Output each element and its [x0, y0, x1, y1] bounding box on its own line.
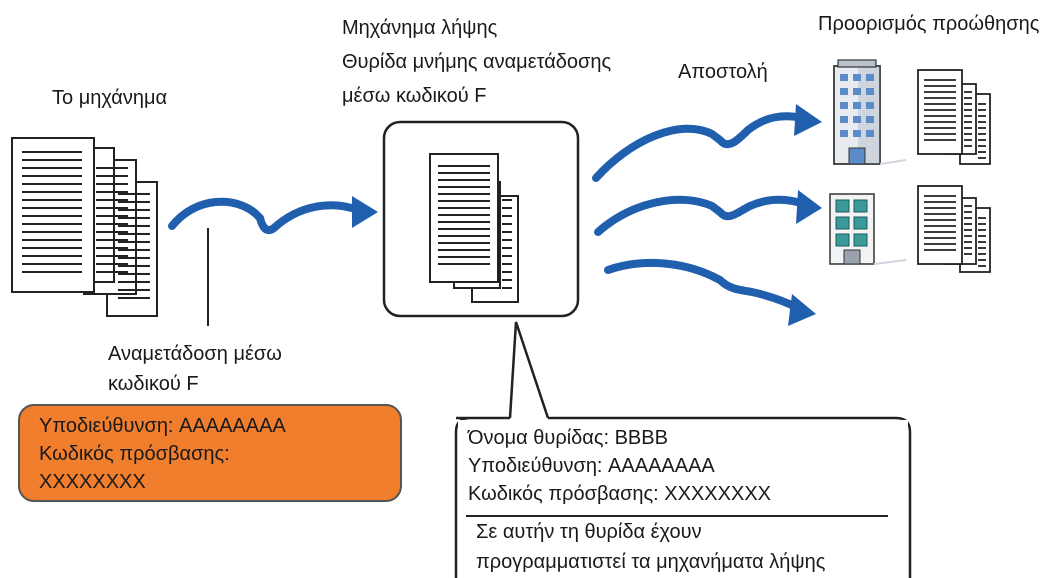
callout-address: Υποδιεύθυνση: AAAAAAAA [468, 455, 715, 477]
callout-box-name: Όνομα θυρίδας: BBBB [468, 427, 668, 449]
send-arrow-1 [592, 104, 822, 182]
relay-label-line2: κωδικού F [108, 373, 199, 395]
office-building-icon [833, 59, 907, 165]
forward-destination-label: Προορισμός προώθησης [818, 13, 1040, 35]
this-machine-label: Το μηχάνημα [52, 87, 168, 109]
sender-password-label: Κωδικός πρόσβασης: [39, 443, 230, 465]
sender-address: Υποδιεύθυνση: AAAAAAAA [39, 415, 286, 437]
sender-settings-box: Υποδιεύθυνση: AAAAAAAA Κωδικός πρόσβασης… [18, 404, 402, 502]
receiving-machine-label-line1: Μηχάνημα λήψης [342, 17, 498, 39]
forward-document-stack-1-icon [917, 69, 991, 165]
receiving-machine-label-line2: Θυρίδα μνήμης αναμετάδοσης [342, 51, 612, 73]
forward-document-stack-2-icon [917, 185, 991, 273]
callout-note-line2: προγραμματιστεί τα μηχανήματα λήψης [476, 551, 826, 573]
receiving-machine-label-line3: μέσω κωδικού F [342, 85, 487, 107]
relay-label-line1: Αναμετάδοση μέσω [108, 343, 282, 365]
send-label: Αποστολή [678, 61, 768, 83]
send-arrow-2 [594, 190, 822, 236]
callout-pointer [508, 321, 550, 419]
callout-box [454, 416, 912, 578]
callout-note-line1: Σε αυτήν τη θυρίδα έχουν [476, 521, 702, 543]
sender-document-stack-icon [11, 137, 158, 317]
relay-arrow [168, 196, 378, 235]
receiving-document-stack-icon [429, 153, 519, 303]
callout-password: Κωδικός πρόσβασης: XXXXXXXX [468, 483, 772, 505]
sender-password-value: XXXXXXXX [39, 471, 146, 493]
small-building-icon [829, 193, 907, 265]
send-arrow-3 [604, 258, 816, 326]
